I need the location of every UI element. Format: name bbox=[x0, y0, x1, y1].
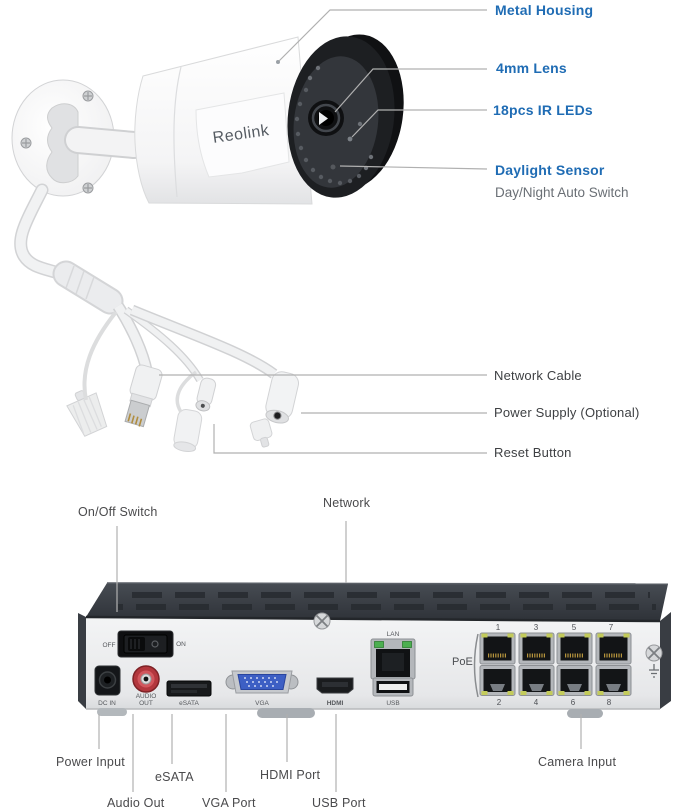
panel-screw-icon bbox=[645, 644, 663, 662]
leader-ir-leds bbox=[351, 109, 487, 138]
callout-network: Network bbox=[323, 496, 371, 510]
leader-daylight-sensor bbox=[339, 165, 488, 170]
callout-power-input: Power Input bbox=[56, 755, 125, 769]
lan-port bbox=[370, 638, 416, 680]
leader-4mm-lens bbox=[334, 68, 487, 113]
camera-wall-mount bbox=[11, 79, 148, 197]
switch-off-label: OFF bbox=[103, 642, 116, 649]
nvr-right-side bbox=[660, 612, 671, 709]
poe-label: PoE bbox=[452, 656, 473, 668]
nvr-foot bbox=[567, 709, 603, 718]
nvr-foot bbox=[97, 708, 127, 716]
poe-number-5: 5 bbox=[572, 623, 577, 632]
callout-network-cable: Network Cable bbox=[494, 368, 582, 383]
ground-symbol-icon bbox=[649, 664, 659, 678]
hdmi-port bbox=[316, 677, 354, 694]
esata-port bbox=[166, 680, 212, 697]
vga-port bbox=[225, 670, 299, 694]
nvr-left-side bbox=[78, 613, 86, 709]
lan-label: LAN bbox=[387, 631, 400, 638]
usb-label: USB bbox=[386, 700, 399, 707]
poe-port-8 bbox=[595, 665, 632, 696]
callout-esata: eSATA bbox=[155, 770, 194, 784]
camera-lens bbox=[308, 100, 344, 136]
poe-port-row-bottom bbox=[479, 665, 632, 696]
network-cap bbox=[66, 390, 108, 437]
usb-port bbox=[372, 677, 414, 697]
network-cable-connector bbox=[124, 364, 163, 428]
callout-daylight-sub: Day/Night Auto Switch bbox=[495, 185, 629, 200]
poe-port-4 bbox=[518, 665, 555, 696]
callout-4mm-lens: 4mm Lens bbox=[496, 60, 567, 76]
dc-in-label: DC IN bbox=[98, 700, 116, 707]
poe-number-1: 1 bbox=[496, 623, 501, 632]
power-connector bbox=[265, 371, 299, 424]
switch-on-label: ON bbox=[176, 641, 186, 648]
poe-number-8: 8 bbox=[607, 698, 612, 707]
esata-label: eSATA bbox=[179, 700, 199, 707]
mount-screw-icon bbox=[20, 90, 94, 194]
poe-port-3 bbox=[518, 632, 555, 665]
poe-number-3: 3 bbox=[534, 623, 539, 632]
audio-label-line2: OUT bbox=[139, 700, 153, 707]
callout-camera-input: Camera Input bbox=[538, 755, 617, 769]
audio-label-line1: AUDIO bbox=[136, 693, 157, 700]
poe-number-2: 2 bbox=[497, 698, 502, 707]
callout-vga-port: VGA Port bbox=[202, 796, 256, 810]
panel-screw-icon bbox=[313, 612, 331, 630]
poe-port-5 bbox=[556, 632, 593, 665]
audio-out-port bbox=[132, 665, 160, 693]
callout-leader-lines bbox=[98, 9, 582, 792]
callout-audio-out: Audio Out bbox=[107, 796, 165, 810]
nvr-illustration: OFF ON DC IN AUDIO OUT eSATA VGA HDMI LA… bbox=[78, 582, 671, 718]
poe-number-6: 6 bbox=[571, 698, 576, 707]
power-cap bbox=[249, 418, 273, 448]
nvr-foot bbox=[257, 708, 315, 718]
hdmi-logo: HDMI bbox=[327, 700, 344, 707]
callout-metal-housing: Metal Housing bbox=[495, 2, 594, 18]
poe-port-row-top bbox=[479, 632, 632, 665]
poe-port-7 bbox=[595, 632, 632, 665]
camera-body: Reolink bbox=[134, 36, 313, 205]
poe-port-2 bbox=[479, 665, 516, 696]
dc-in-port bbox=[94, 665, 121, 696]
daylight-sensor-dot bbox=[330, 164, 336, 170]
nvr-top-face bbox=[86, 583, 668, 621]
callout-ir-leds: 18pcs IR LEDs bbox=[493, 102, 593, 118]
vga-label: VGA bbox=[255, 700, 269, 707]
callout-hdmi-port: HDMI Port bbox=[260, 768, 321, 782]
cable-ferrule bbox=[52, 260, 124, 315]
camera-front bbox=[287, 34, 404, 198]
poe-bracket bbox=[473, 633, 479, 698]
callout-usb-port: USB Port bbox=[312, 796, 366, 810]
poe-port-6 bbox=[556, 665, 593, 696]
power-switch bbox=[117, 630, 174, 658]
poe-number-7: 7 bbox=[609, 623, 614, 632]
cable-illustration bbox=[14, 183, 299, 453]
callout-power-supply: Power Supply (Optional) bbox=[494, 405, 640, 420]
camera-illustration: Reolink bbox=[11, 34, 404, 205]
leader-metal-housing bbox=[278, 9, 487, 62]
poe-port-1 bbox=[479, 632, 516, 665]
leader-reset-button bbox=[213, 424, 487, 454]
poe-number-4: 4 bbox=[534, 698, 539, 707]
callout-reset-button: Reset Button bbox=[494, 445, 572, 460]
callout-daylight-sensor: Daylight Sensor bbox=[495, 162, 605, 178]
reset-connector bbox=[195, 377, 217, 412]
reset-cap bbox=[173, 408, 203, 453]
callout-on-off-switch: On/Off Switch bbox=[78, 505, 158, 519]
